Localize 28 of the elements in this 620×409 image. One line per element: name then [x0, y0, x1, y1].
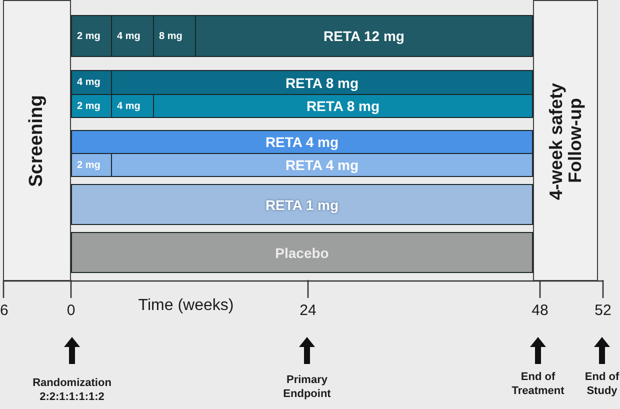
milestone-label: Randomization 2:2:1:1:1:1:2 [32, 377, 112, 404]
follow-up-panel [533, 0, 598, 281]
dose-arm-bar: RETA 8 mg [153, 94, 533, 118]
dose-step-segment: 2 mg [71, 15, 112, 57]
tick-label: 0 [66, 302, 76, 321]
dose-step-segment: 4 mg [71, 70, 112, 95]
dose-step-segment: 2 mg [71, 94, 112, 118]
dose-arm-bar: RETA 1 mg [71, 184, 533, 225]
dose-step-segment: 8 mg [153, 15, 196, 57]
placebo-bar: Placebo [71, 232, 533, 273]
dose-arm-bar: RETA 8 mg [111, 70, 533, 95]
tick-label: 48 [530, 302, 550, 321]
dose-step-segment: 2 mg [71, 153, 112, 177]
milestone-label: End of Treatment [510, 371, 566, 398]
tick-label: 24 [298, 302, 318, 321]
dose-arm-bar: RETA 4 mg [111, 153, 533, 177]
milestone-label: Primary Endpoint [282, 374, 332, 402]
dose-arm-bar: RETA 4 mg [71, 130, 533, 154]
tick-label: 6 [0, 302, 10, 321]
panel-label: Screening [27, 94, 47, 186]
dose-step-segment: 4 mg [111, 94, 154, 118]
dose-arm-bar: RETA 12 mg [195, 15, 533, 57]
screening-panel [3, 0, 71, 281]
tick-label: 52 [594, 302, 612, 321]
panel-label: 4-week safety Follow-up [546, 80, 584, 202]
axis-title: Time (weeks) [137, 296, 235, 316]
milestone-label: End of Study [584, 371, 620, 398]
dose-step-segment: 4 mg [111, 15, 154, 57]
